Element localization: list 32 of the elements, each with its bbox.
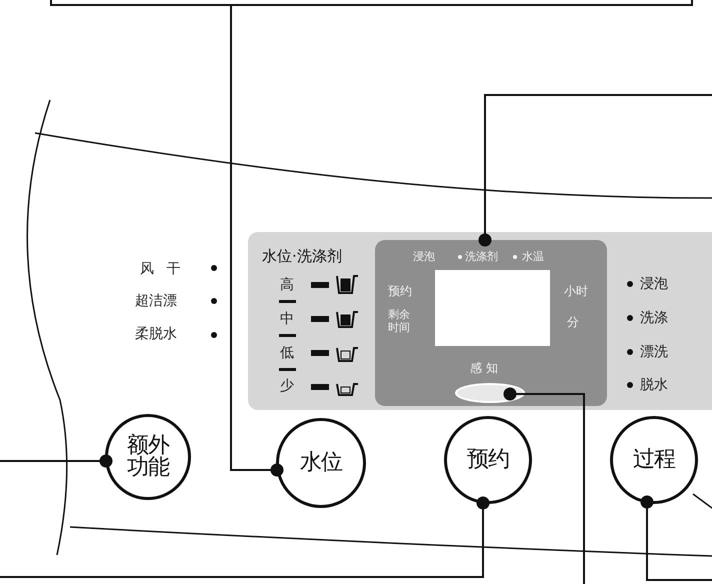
display-label: 剩余时间 bbox=[388, 308, 411, 334]
indicator-label: 洗涤 bbox=[640, 310, 668, 326]
indicator-label: 浸泡 bbox=[640, 276, 668, 292]
display-panel bbox=[375, 240, 607, 406]
level-label: 中 bbox=[280, 311, 294, 327]
leader-line bbox=[504, 388, 585, 584]
display-screen bbox=[435, 270, 550, 346]
button-circle: 过程 bbox=[610, 416, 698, 504]
display-label: 预约 bbox=[388, 283, 412, 299]
display-label: 小时 bbox=[564, 283, 588, 299]
button-caption: 感 知 bbox=[470, 360, 498, 376]
leader-line bbox=[478, 94, 712, 246]
display-label: 洗涤剂 bbox=[465, 249, 498, 265]
level-label: 少 bbox=[280, 378, 294, 394]
button-circle: 水位 bbox=[276, 418, 366, 508]
indicator-label: 超洁漂 bbox=[135, 293, 177, 309]
indicator-label: 脱水 bbox=[640, 377, 668, 393]
indicator-label: 漂洗 bbox=[640, 344, 668, 360]
leader-line bbox=[640, 496, 712, 581]
level-label: 高 bbox=[280, 277, 294, 293]
indicator-label: 柔脱水 bbox=[135, 326, 177, 342]
indicator-label: 风 干 bbox=[140, 261, 180, 277]
level-label: 低 bbox=[280, 345, 294, 361]
display-label: 分 bbox=[567, 314, 579, 330]
leader-line bbox=[0, 454, 112, 468]
panel-heading: 水位·洗涤剂 bbox=[262, 248, 342, 264]
display-label: 浸泡 bbox=[413, 249, 435, 265]
leader-line bbox=[230, 6, 284, 476]
button-circle: 额外功能 bbox=[105, 414, 191, 500]
leader-line bbox=[0, 496, 490, 578]
display-label: 水温 bbox=[522, 249, 544, 265]
button-circle: 预约 bbox=[444, 416, 532, 504]
